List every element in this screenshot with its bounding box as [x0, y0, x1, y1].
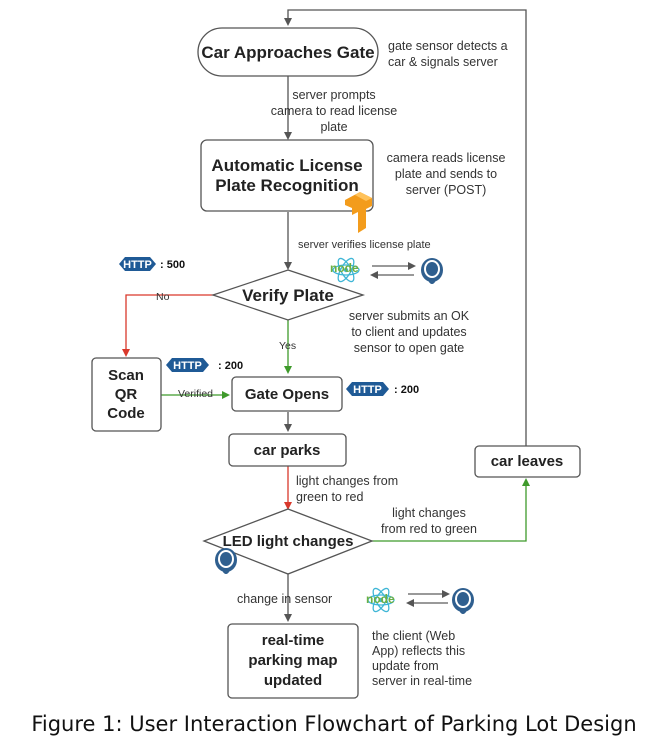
note-line: update from: [372, 659, 439, 673]
node-label: LED light changes: [223, 533, 354, 550]
note-camera-reads: camera reads license plate and sends to …: [387, 151, 506, 197]
note-gate-sensor: gate sensor detects a car & signals serv…: [388, 39, 508, 69]
http-badge-label: HTTP: [173, 360, 202, 372]
note-client-reflects: the client (Web App) reflects this updat…: [372, 629, 472, 688]
node-label: Plate Recognition: [215, 176, 359, 195]
note-line: plate: [320, 120, 347, 134]
http-badge-200-gate: HTTP : 200: [346, 382, 419, 396]
node-parking-map-updated: real-time parking map updated: [227, 623, 359, 699]
postgresql-icon: [452, 588, 474, 614]
node-js-logo-icon: node: [330, 261, 359, 275]
node-label: QR: [115, 386, 138, 403]
note-line: gate sensor detects a: [388, 39, 508, 53]
edge-verify-no-scanqr: [122, 294, 214, 357]
node-label: real-time: [262, 632, 325, 649]
react-icon: [367, 587, 395, 613]
note-change-in-sensor: change in sensor: [237, 592, 332, 606]
node-label: Gate Opens: [245, 386, 329, 403]
node-label: Automatic License: [211, 156, 362, 175]
node-alpr: Automatic License Plate Recognition: [200, 139, 374, 212]
react-icon: [332, 257, 360, 283]
node-label: Scan: [108, 367, 144, 384]
sync-arrows-icon: [406, 590, 450, 607]
postgresql-icon: [215, 548, 237, 574]
note-line: sensor to open gate: [354, 341, 465, 355]
node-label: car leaves: [491, 453, 564, 470]
note-green-to-red: light changes from green to red: [296, 474, 398, 504]
node-car-approaches-gate: Car Approaches Gate: [197, 27, 379, 77]
node-label: Car Approaches Gate: [201, 43, 374, 62]
tensorflow-logo-icon: [345, 192, 372, 233]
note-server-submits: server submits an OK to client and updat…: [349, 309, 470, 355]
note-line: App) reflects this: [372, 644, 465, 658]
note-line: light changes: [392, 506, 466, 520]
http-badge-500: HTTP : 500: [119, 257, 185, 271]
note-line: the client (Web: [372, 629, 455, 643]
node-label: car parks: [254, 442, 321, 459]
note-line: server prompts: [292, 88, 375, 102]
http-badge-200-qr: HTTP : 200: [166, 358, 243, 372]
edge-label-no: No: [156, 291, 170, 303]
note-red-to-green: light changes from red to green: [381, 506, 477, 536]
node-gate-opens: Gate Opens: [231, 376, 343, 412]
note-line: camera to read license: [271, 104, 398, 118]
node-label: Code: [107, 405, 145, 422]
note-line: server (POST): [406, 183, 487, 197]
http-status-code: : 200: [218, 360, 243, 372]
http-status-code: : 200: [394, 384, 419, 396]
http-badge-label: HTTP: [123, 259, 152, 271]
node-label: Verify Plate: [242, 286, 334, 305]
note-line: light changes from: [296, 474, 398, 488]
note-line: green to red: [296, 490, 363, 504]
edge-led-to-leaves: [372, 478, 530, 542]
http-badge-label: HTTP: [353, 384, 382, 396]
note-line: plate and sends to: [395, 167, 497, 181]
node-label: updated: [264, 672, 322, 689]
edge-label-verified: Verified: [178, 388, 213, 400]
note-line: server in real-time: [372, 674, 472, 688]
node-scan-qr-code: Scan QR Code: [91, 357, 162, 432]
edges: [122, 9, 530, 622]
note-server-verifies: server verifies license plate: [298, 239, 431, 251]
sync-arrows-icon: [370, 262, 416, 279]
edge-car-leaves-to-start: [284, 9, 527, 446]
http-status-code: : 500: [160, 259, 185, 271]
node-led-light-changes: LED light changes: [202, 508, 374, 575]
note-line: car & signals server: [388, 55, 498, 69]
postgresql-icon: [421, 258, 443, 284]
node-car-parks: car parks: [228, 433, 347, 467]
note-server-prompts: server prompts camera to read license pl…: [271, 88, 398, 134]
node-car-leaves: car leaves: [474, 445, 581, 478]
node-label: parking map: [248, 652, 337, 669]
figure-caption: Figure 1: User Interaction Flowchart of …: [31, 712, 636, 736]
edge-label-yes: Yes: [279, 340, 296, 352]
node-js-logo-icon: node: [366, 592, 395, 606]
node-verify-plate: Verify Plate: [210, 269, 366, 321]
note-line: to client and updates: [351, 325, 466, 339]
note-line: server submits an OK: [349, 309, 470, 323]
note-line: camera reads license: [387, 151, 506, 165]
note-line: from red to green: [381, 522, 477, 536]
